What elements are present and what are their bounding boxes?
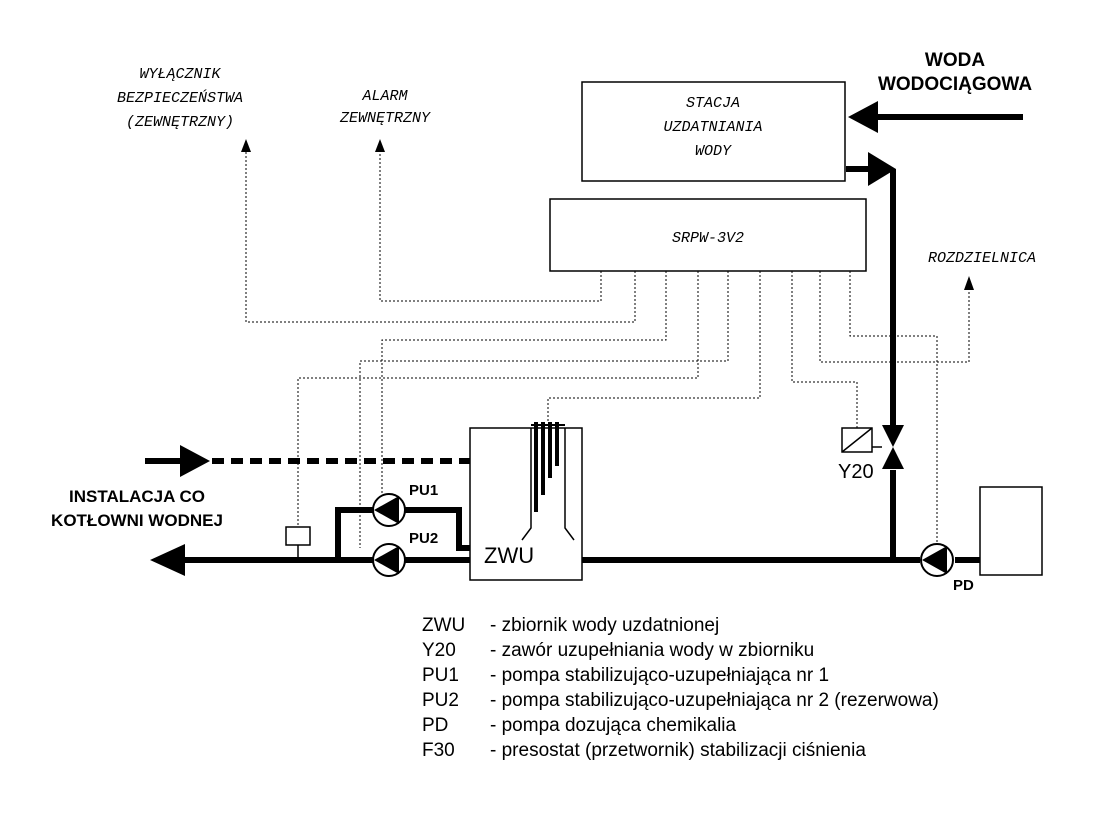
valve-y20-label: Y20 — [838, 461, 874, 483]
tank-zwu — [469, 427, 583, 581]
svg-text:- presostat (przetwornik) stab: - presostat (przetwornik) stabilizacji c… — [490, 740, 866, 761]
external-alarm-label: ALARM ZEWNĘTRZNY — [339, 88, 431, 127]
legend-item: PU1 - pompa stabilizująco-uzupełniająca … — [422, 665, 829, 686]
svg-text:BEZPIECZEŃSTWA: BEZPIECZEŃSTWA — [117, 89, 243, 107]
svg-text:PU2: PU2 — [422, 690, 459, 711]
legend-item: ZWU - zbiornik wody uzdatnionej — [422, 615, 719, 636]
controller-box — [549, 198, 867, 272]
pressostat-f30 — [285, 526, 311, 546]
svg-text:INSTALACJA CO: INSTALACJA CO — [69, 487, 205, 506]
svg-text:(ZEWNĘTRZNY): (ZEWNĘTRZNY) — [126, 114, 234, 131]
svg-text:- pompa dozująca chemikalia: - pompa dozująca chemikalia — [490, 715, 737, 736]
svg-text:UZDATNIANIA: UZDATNIANIA — [663, 119, 762, 136]
pump-pd — [920, 543, 954, 577]
svg-text:ZWU: ZWU — [422, 615, 465, 636]
svg-text:WODY: WODY — [695, 143, 732, 160]
pipes — [145, 152, 980, 576]
pump-pd-label: PD — [953, 577, 974, 594]
pump-pu1-label: PU1 — [409, 482, 438, 499]
svg-text:- zbiornik wody uzdatnionej: - zbiornik wody uzdatnionej — [490, 615, 719, 636]
svg-text:PU1: PU1 — [422, 665, 459, 686]
svg-text:WODOCIĄGOWA: WODOCIĄGOWA — [878, 74, 1032, 95]
mains-water-arrowhead — [848, 101, 878, 133]
svg-text:Y20: Y20 — [422, 640, 456, 661]
treatment-station-box — [581, 81, 846, 182]
installation-label: INSTALACJA CO KOTŁOWNI WODNEJ — [51, 487, 223, 530]
svg-text:WODA: WODA — [925, 50, 985, 71]
svg-text:- pompa stabilizująco-uzupełni: - pompa stabilizująco-uzupełniająca nr 2… — [490, 690, 939, 711]
pump-pu1 — [372, 493, 406, 527]
tank-electrodes — [521, 422, 575, 541]
svg-text:- pompa stabilizująco-uzupełni: - pompa stabilizująco-uzupełniająca nr 1 — [490, 665, 829, 686]
svg-text:PD: PD — [422, 715, 448, 736]
safety-switch-label: WYŁĄCZNIK BEZPIECZEŃSTWA (ZEWNĘTRZNY) — [117, 66, 243, 131]
valve-y20 — [872, 425, 904, 469]
switchboard-label: ROZDZIELNICA — [928, 250, 1036, 267]
legend: ZWU - zbiornik wody uzdatnionej Y20 - za… — [422, 615, 939, 761]
mains-water-label: WODA WODOCIĄGOWA — [878, 50, 1032, 95]
valve-y20-actuator — [841, 427, 873, 453]
legend-item: PD - pompa dozująca chemikalia — [422, 715, 737, 736]
tank-zwu-label: ZWU — [484, 543, 534, 568]
legend-item: PU2 - pompa stabilizująco-uzupełniająca … — [422, 690, 939, 711]
pump-pu2 — [372, 543, 406, 577]
pump-pu2-label: PU2 — [409, 530, 438, 547]
svg-text:WYŁĄCZNIK: WYŁĄCZNIK — [139, 66, 221, 83]
svg-text:ALARM: ALARM — [361, 88, 408, 105]
chemical-container — [979, 486, 1043, 576]
svg-text:STACJA: STACJA — [686, 95, 740, 112]
treatment-station-label: STACJA UZDATNIANIA WODY — [663, 95, 762, 160]
svg-text:- zawór uzupełniania wody w zb: - zawór uzupełniania wody w zbiorniku — [490, 640, 814, 661]
svg-text:ZEWNĘTRZNY: ZEWNĘTRZNY — [339, 110, 431, 127]
legend-item: F30 - presostat (przetwornik) stabilizac… — [422, 740, 866, 761]
svg-text:F30: F30 — [422, 740, 455, 761]
legend-item: Y20 - zawór uzupełniania wody w zbiornik… — [422, 640, 814, 661]
controller-label: SRPW-3V2 — [672, 230, 744, 247]
svg-text:KOTŁOWNI WODNEJ: KOTŁOWNI WODNEJ — [51, 511, 223, 530]
